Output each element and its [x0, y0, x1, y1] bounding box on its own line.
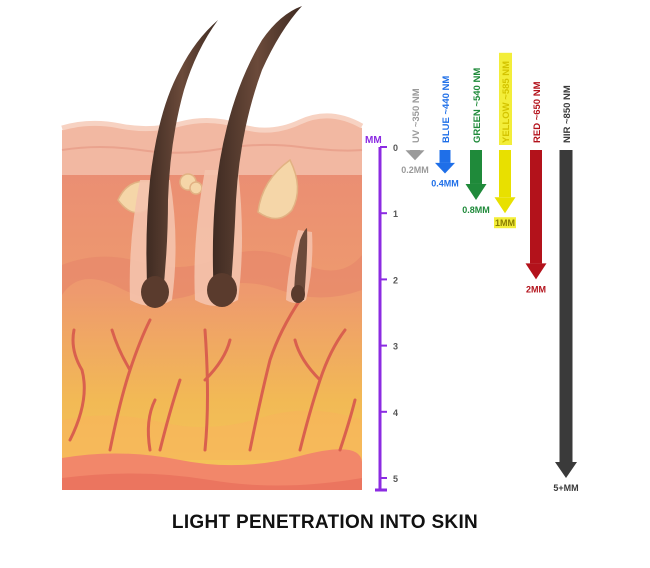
depth-scale: MM 0 1 2 3 4 5: [365, 135, 398, 492]
wavelength-arrow-shaft: [530, 150, 542, 264]
depth-label: 0.2MM: [401, 165, 429, 175]
depth-label: 0.8MM: [462, 205, 490, 215]
scale-tick-label: 4: [393, 408, 398, 418]
skin-cross-section: [61, 6, 364, 490]
wavelength-label: BLUE ~440 NM: [441, 76, 452, 143]
wavelength-label: RED ~650 NM: [532, 81, 543, 143]
blood-vessels: [68, 298, 357, 452]
wavelength-arrow-head: [435, 162, 455, 174]
hair-bulb-left: [141, 276, 169, 308]
wavelength-arrow-head: [405, 150, 425, 161]
wavelength-arrow-head: [465, 183, 487, 200]
wavelength-label: YELLOW ~585 NM: [501, 61, 512, 143]
depth-label: 1MM: [495, 218, 515, 228]
scale-unit-label: MM: [365, 135, 382, 146]
wavelength-label: GREEN ~540 NM: [472, 68, 483, 143]
hair-shaft-left: [146, 20, 218, 302]
skin-surface-line: [61, 113, 364, 133]
epidermis-layer: [62, 117, 362, 175]
depth-label: 0.4MM: [431, 178, 459, 188]
diagram-title: LIGHT PENETRATION INTO SKIN: [171, 512, 479, 533]
scale-tick-label: 3: [393, 342, 398, 352]
wavelength-1: UV ~350 NM 0.2MM: [401, 88, 429, 175]
wavelength-5: RED ~650 NM 2MM: [525, 81, 547, 294]
depth-label: 2MM: [526, 284, 546, 294]
wavelength-6: NIR ~850 NM 5+MM: [553, 85, 578, 493]
wavelength-label: NIR ~850 NM: [562, 85, 573, 143]
wavelength-arrow-shaft: [559, 150, 573, 462]
wavelength-label-highlight: [499, 52, 512, 145]
hair-bulb-middle: [207, 273, 237, 307]
scale-tick-label: 5: [393, 474, 398, 484]
hair-shaft-small: [294, 228, 308, 300]
wavelength-label: UV ~350 NM: [411, 88, 422, 143]
wavelength-arrow-head: [525, 263, 547, 280]
wavelength-arrow-head: [555, 462, 577, 478]
scale-tick-label: 2: [393, 275, 398, 285]
hair-shaft-middle: [212, 6, 302, 298]
scale-tick-label: 1: [393, 209, 398, 219]
wavelength-4: YELLOW ~585 NM 1MM: [494, 52, 516, 229]
wavelength-2: BLUE ~440 NM 0.4MM: [431, 76, 459, 189]
depth-label: 5+MM: [553, 483, 578, 493]
wavelength-arrow-shaft: [470, 150, 482, 184]
sebaceous-gland-right: [257, 158, 299, 220]
wavelength-arrow-shaft: [499, 150, 511, 198]
scale-tick-label: 0: [393, 143, 398, 153]
wavelength-3: GREEN ~540 NM 0.8MM: [462, 68, 490, 215]
wavelength-arrow-shaft: [439, 150, 451, 163]
wavelength-arrow-head: [494, 197, 516, 214]
